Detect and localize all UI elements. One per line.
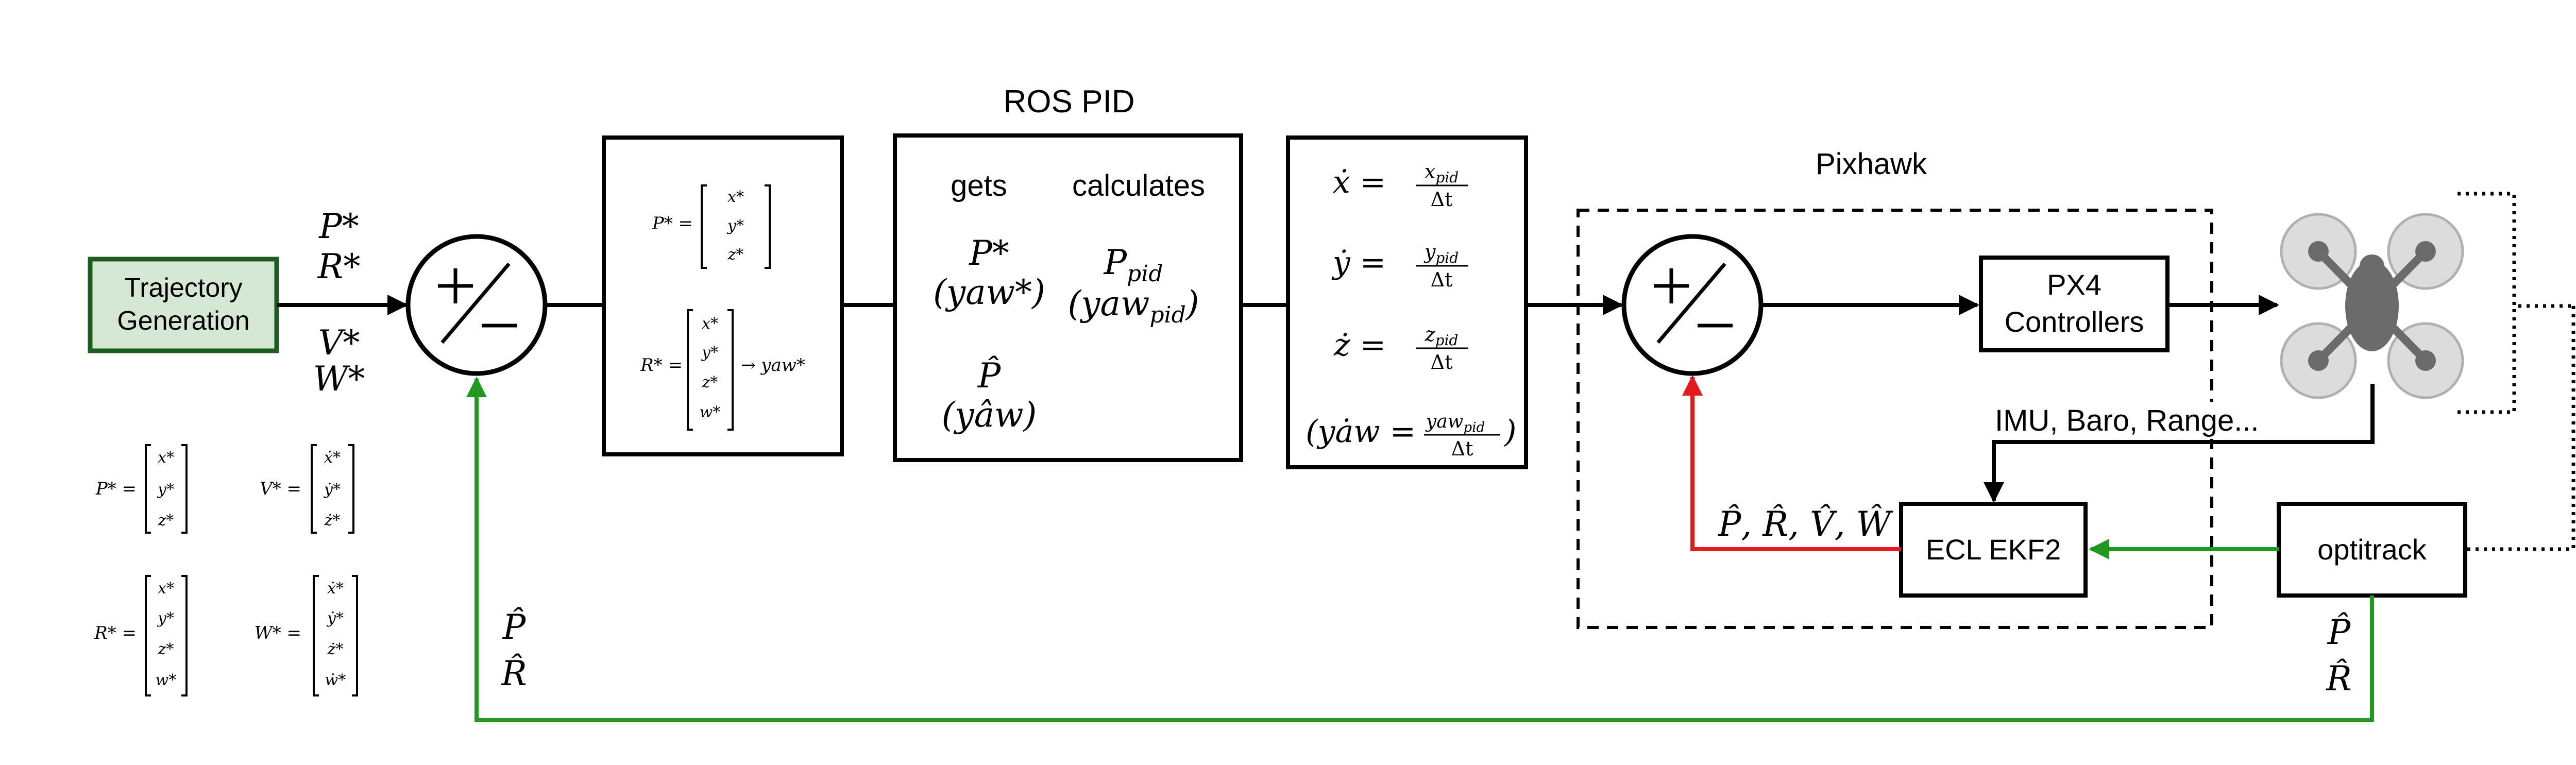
svg-text:z*: z* bbox=[727, 246, 744, 264]
pbox-r-lhs: R* = bbox=[640, 355, 683, 376]
ekf-block: ECL EKF2 bbox=[1899, 502, 2088, 598]
pbox-yaw-out: → yaw* bbox=[741, 355, 805, 376]
svg-text:z*: z* bbox=[158, 512, 174, 530]
svg-text:Δt: Δt bbox=[1431, 268, 1453, 291]
svg-text:W* =: W* = bbox=[255, 623, 301, 643]
trajectory-label-1: Trajectory bbox=[124, 273, 242, 303]
svg-text:R* =: R* = bbox=[94, 623, 137, 643]
svg-text:ż =: ż = bbox=[1333, 327, 1386, 363]
svg-text:y*: y* bbox=[157, 609, 174, 627]
ros-pid-title: ROS PID bbox=[1004, 84, 1135, 120]
pbox-p-lhs: P* = bbox=[652, 213, 693, 234]
dotted-link-to-optitrack bbox=[2465, 306, 2575, 551]
svg-text:ẏ*: ẏ* bbox=[323, 481, 341, 499]
svg-text:P* =: P* = bbox=[95, 479, 137, 499]
svg-text:z*: z* bbox=[702, 373, 718, 392]
px4-label-2: Controllers bbox=[2005, 305, 2144, 338]
ros-pid-gets-yaw: (yaw*) bbox=[933, 273, 1045, 312]
svg-text:z*: z* bbox=[158, 640, 174, 658]
ros-pid-gets-p: P* bbox=[969, 233, 1009, 273]
optitrack-r-label: R̂ bbox=[2326, 659, 2352, 699]
svg-text:(yȧw =: (yȧw = bbox=[1306, 414, 1416, 450]
svg-text:): ) bbox=[1503, 414, 1516, 450]
arrow-feedback-to-summer1 bbox=[466, 377, 2374, 722]
imu-label-bg bbox=[1989, 402, 2261, 439]
svg-text:x*: x* bbox=[158, 580, 174, 598]
setpoint-v-label: V* bbox=[318, 323, 360, 363]
svg-text:y*: y* bbox=[701, 344, 718, 362]
svg-text:Δt: Δt bbox=[1431, 351, 1453, 373]
dotted-bracket-top bbox=[2458, 192, 2573, 308]
setpoint-p-label: P* bbox=[318, 207, 359, 246]
feedback-r-label: R̂ bbox=[501, 654, 527, 693]
ros-pid-calc-yaw: (yawpid) bbox=[1067, 284, 1199, 328]
svg-text:y*: y* bbox=[726, 217, 744, 235]
arrow-imu-to-ekf bbox=[1984, 384, 2375, 503]
optitrack-label: optitrack bbox=[2317, 533, 2427, 566]
ekf-label: ECL EKF2 bbox=[1926, 533, 2061, 566]
dotted-bracket-bottom bbox=[2458, 306, 2516, 414]
summing-junction-2 bbox=[1621, 234, 1764, 376]
summing-junction-1 bbox=[405, 234, 548, 376]
legend-r-vector: R* = x* y* z* w* bbox=[94, 575, 188, 696]
svg-text:ẋ*: ẋ* bbox=[324, 449, 341, 467]
pixhawk-title: Pixhawk bbox=[1816, 147, 1927, 181]
svg-text:ẇ*: ẇ* bbox=[325, 671, 346, 689]
svg-text:V* =: V* = bbox=[260, 479, 301, 499]
imu-label: IMU, Baro, Range... bbox=[1995, 404, 2259, 437]
svg-text:x*: x* bbox=[727, 188, 744, 206]
optitrack-p-label: P̂ bbox=[2327, 613, 2351, 652]
ros-pid-gets-yawhat: (yâw) bbox=[942, 395, 1037, 435]
setpoint-transform-block: P* = x* y* z* R* = x* y* z* w* → yaw* bbox=[602, 135, 844, 456]
ros-pid-gets-header: gets bbox=[951, 169, 1007, 202]
svg-text:Δt: Δt bbox=[1431, 188, 1453, 211]
feedback-p-label: P̂ bbox=[502, 607, 527, 647]
arrow-ekf-to-summer2 bbox=[1682, 375, 1901, 551]
svg-text:ẏ*: ẏ* bbox=[326, 609, 344, 627]
svg-text:x*: x* bbox=[702, 315, 718, 333]
svg-text:ż*: ż* bbox=[327, 640, 344, 658]
legend-w-vector: W* = ẋ* ẏ* ż* ẇ* bbox=[255, 575, 358, 696]
px4-label-1: PX4 bbox=[2047, 268, 2102, 301]
legend-v-vector: V* = ẋ* ẏ* ż* bbox=[260, 444, 354, 534]
setpoint-r-label: R* bbox=[317, 247, 361, 286]
legend-p-vector: P* = x* y* z* bbox=[95, 444, 188, 534]
svg-text:y*: y* bbox=[157, 481, 174, 499]
quadcopter-icon bbox=[2280, 213, 2464, 399]
svg-text:Δt: Δt bbox=[1451, 437, 1473, 460]
ros-pid-gets-phat: P̂ bbox=[977, 356, 1002, 396]
ekf-output-label: P̂, R̂, V̂, Ŵ bbox=[1718, 504, 1894, 544]
trajectory-generation-block: Trajectory Generation bbox=[88, 257, 279, 353]
svg-text:x*: x* bbox=[158, 449, 174, 467]
svg-text:ẋ*: ẋ* bbox=[327, 580, 344, 598]
svg-text:ẏ =: ẏ = bbox=[1331, 245, 1386, 281]
derivative-block: ẋ = xpid Δt ẏ = ypid Δt ż = zpid Δt (yȧw… bbox=[1286, 135, 1528, 469]
px4-controllers-block: PX4 Controllers bbox=[1979, 256, 2170, 352]
svg-text:ż*: ż* bbox=[324, 512, 341, 530]
trajectory-label-2: Generation bbox=[117, 306, 249, 336]
svg-text:ẋ =: ẋ = bbox=[1333, 164, 1386, 200]
ros-pid-calc-header: calculates bbox=[1072, 169, 1205, 202]
svg-text:w*: w* bbox=[700, 403, 721, 421]
optitrack-block: optitrack bbox=[2277, 502, 2467, 598]
setpoint-w-label: W* bbox=[313, 359, 365, 399]
ros-pid-block: ROS PID gets calculates P* (yaw*) P̂ (yâ… bbox=[893, 84, 1243, 462]
svg-text:w*: w* bbox=[156, 671, 177, 689]
